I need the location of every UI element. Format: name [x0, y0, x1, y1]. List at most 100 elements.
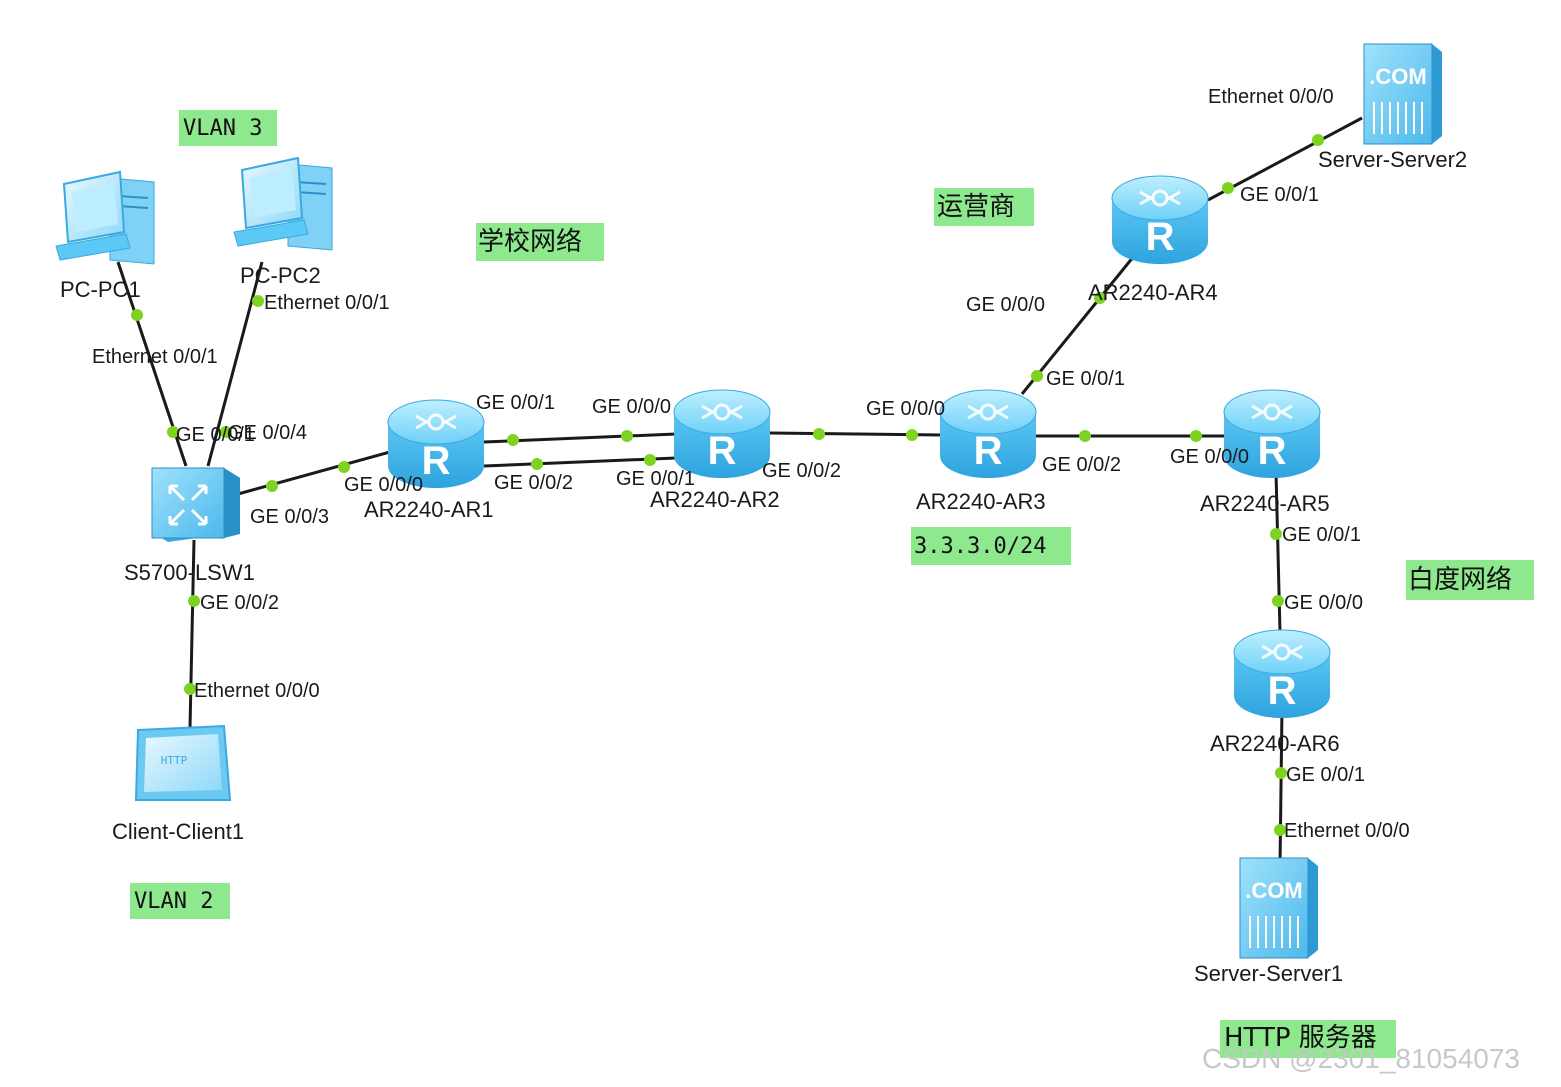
port-dot[interactable]	[1190, 430, 1202, 442]
tag-vlan3[interactable]: VLAN 3	[179, 110, 277, 146]
router-ar2[interactable]: R	[673, 389, 771, 478]
router-ar6[interactable]: R	[1233, 629, 1331, 718]
port-dot[interactable]	[1272, 595, 1284, 607]
router-glyph: R	[974, 429, 1003, 473]
port-label: Ethernet 0/0/0	[1284, 820, 1410, 842]
port-dot[interactable]	[1222, 182, 1234, 194]
port-dot[interactable]	[184, 683, 196, 695]
port-dot[interactable]	[813, 428, 825, 440]
port-label: GE 0/0/0	[966, 294, 1045, 316]
port-dot[interactable]	[1274, 824, 1286, 836]
port-label: GE 0/0/0	[1284, 592, 1363, 614]
port-label: GE 0/0/0	[866, 398, 945, 420]
device-name-ar4: AR2240-AR4	[1088, 280, 1218, 305]
pc-pc1[interactable]	[55, 170, 155, 265]
switch-lsw1[interactable]	[151, 467, 240, 542]
server-badge: .COM	[1369, 64, 1426, 89]
port-label: GE 0/0/0	[592, 396, 671, 418]
pc-icon	[55, 170, 155, 265]
svg-text:运营商: 运营商	[937, 192, 1015, 222]
port-dot[interactable]	[906, 429, 918, 441]
port-dot[interactable]	[644, 454, 656, 466]
device-names: PC-PC1 PC-PC2 S5700-LSW1 Client-Client1 …	[60, 147, 1467, 986]
server-icon: .COM	[1239, 857, 1318, 959]
device-name-ar1: AR2240-AR1	[364, 497, 494, 522]
port-label: Ethernet 0/0/0	[1208, 86, 1334, 108]
port-label: GE 0/0/2	[200, 592, 279, 614]
port-label: GE 0/0/1	[1046, 368, 1125, 390]
router-ar3[interactable]: R	[939, 389, 1037, 478]
tag-baidu[interactable]: 白度网络	[1406, 560, 1534, 600]
port-dot[interactable]	[167, 426, 179, 438]
router-glyph: R	[1146, 215, 1175, 259]
port-dot[interactable]	[621, 430, 633, 442]
port-dot[interactable]	[1312, 134, 1324, 146]
link-ar6-server1[interactable]	[1278, 707, 1284, 867]
link-ar1-ar2-b[interactable]	[483, 456, 677, 468]
port-label: GE 0/0/2	[762, 460, 841, 482]
router-icon: R	[673, 389, 771, 478]
port-label: Ethernet 0/0/1	[92, 346, 218, 368]
watermark: CSDN @2301_81054073	[1202, 1043, 1520, 1074]
link-lsw1-client1[interactable]	[188, 539, 196, 729]
link-ar3-ar4[interactable]	[1020, 255, 1136, 395]
tag-isp[interactable]: 运营商	[934, 188, 1034, 226]
port-dots	[131, 134, 1324, 836]
device-name-lsw1: S5700-LSW1	[124, 560, 255, 585]
client-client1[interactable]: HTTP	[134, 724, 232, 801]
port-dot[interactable]	[188, 595, 200, 607]
router-ar4[interactable]: R	[1111, 175, 1209, 264]
svg-text:白度网络: 白度网络	[1408, 565, 1512, 595]
router-glyph: R	[1268, 669, 1297, 713]
pc-pc2[interactable]	[233, 156, 333, 251]
router-icon: R	[1223, 389, 1321, 478]
router-ar1[interactable]: R	[387, 399, 485, 488]
router-icon: R	[1233, 629, 1331, 718]
port-label: GE 0/0/0	[1170, 446, 1249, 468]
port-label: GE 0/0/2	[494, 472, 573, 494]
switch-icon	[151, 467, 240, 542]
tag-school[interactable]: 学校网络	[476, 223, 604, 261]
port-dot[interactable]	[1275, 767, 1287, 779]
port-dot[interactable]	[507, 434, 519, 446]
device-name-client1: Client-Client1	[112, 819, 244, 844]
server-server1[interactable]: .COM	[1239, 857, 1318, 959]
svg-text:3.3.3.0/24: 3.3.3.0/24	[914, 534, 1046, 559]
port-label: GE 0/0/1	[1286, 764, 1365, 786]
tag-subnet[interactable]: 3.3.3.0/24	[911, 527, 1071, 565]
port-labels: Ethernet 0/0/1 Ethernet 0/0/1 GE 0/0/1 G…	[92, 86, 1410, 842]
link-pc2-lsw1[interactable]	[206, 261, 264, 467]
port-dot[interactable]	[531, 458, 543, 470]
port-dot[interactable]	[338, 461, 350, 473]
area-tags: VLAN 3 学校网络 运营商 3.3.3.0/24 白度网络 VLAN 2 H…	[130, 110, 1534, 1058]
svg-text:VLAN 3: VLAN 3	[183, 116, 262, 141]
port-dot[interactable]	[1079, 430, 1091, 442]
svg-text:HTTP 服务器: HTTP 服务器	[1224, 1023, 1377, 1053]
server-badge: .COM	[1245, 878, 1302, 903]
port-label: GE 0/0/3	[250, 506, 329, 528]
svg-text:学校网络: 学校网络	[478, 227, 582, 257]
router-glyph: R	[1258, 429, 1287, 473]
http-client-icon: HTTP	[134, 724, 232, 801]
port-label: Ethernet 0/0/0	[194, 680, 320, 702]
router-ar5[interactable]: R	[1223, 389, 1321, 478]
link-lsw1-ar1[interactable]	[237, 450, 391, 496]
tag-http-server[interactable]: HTTP 服务器	[1220, 1020, 1396, 1058]
router-glyph: R	[422, 439, 451, 483]
device-name-pc2: PC-PC2	[240, 263, 321, 288]
port-label: GE 0/0/1	[176, 424, 255, 446]
port-dot[interactable]	[266, 480, 278, 492]
port-dot[interactable]	[131, 309, 143, 321]
port-dot[interactable]	[1270, 528, 1282, 540]
port-label: Ethernet 0/0/1	[264, 292, 390, 314]
router-icon: R	[1111, 175, 1209, 264]
client-badge: HTTP	[161, 754, 188, 767]
port-dot[interactable]	[252, 295, 264, 307]
device-name-server2: Server-Server2	[1318, 147, 1467, 172]
port-dot[interactable]	[220, 426, 232, 438]
port-dot[interactable]	[1094, 292, 1106, 304]
tag-vlan2[interactable]: VLAN 2	[130, 883, 230, 919]
port-dot[interactable]	[1031, 370, 1043, 382]
server-icon: .COM	[1363, 43, 1442, 145]
server-server2[interactable]: .COM	[1363, 43, 1442, 145]
